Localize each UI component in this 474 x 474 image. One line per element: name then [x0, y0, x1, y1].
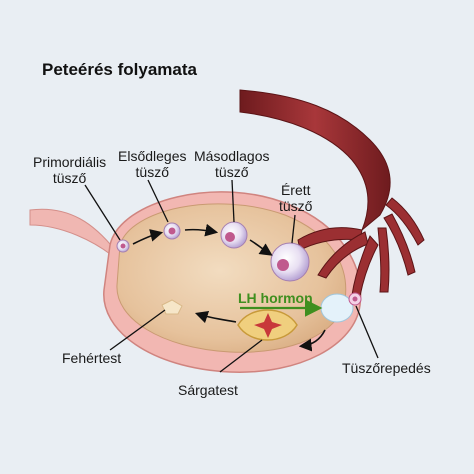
- fallopian-tube: [239, 89, 391, 231]
- label-follicle-rupture: Tüszőrepedés: [342, 360, 431, 376]
- primordial-follicle: [116, 239, 130, 253]
- secondary-follicle: [220, 221, 248, 249]
- label-corpus-luteum: Sárgatest: [178, 382, 238, 398]
- label-corpus-albicans: Fehértest: [62, 350, 122, 366]
- mature-follicle: [270, 242, 310, 282]
- primary-follicle: [163, 222, 181, 240]
- label-mature-follicle: Érett tüsző: [279, 182, 313, 214]
- cycle-arrows: [132, 223, 326, 352]
- label-secondary-follicle: Másodlagos tüsző: [194, 148, 270, 180]
- label-primary-follicle: Elsődleges tüsző: [118, 148, 187, 180]
- label-primordial-follicle: Primordiális tüsző: [33, 154, 107, 186]
- corpus-albicans: [161, 299, 183, 315]
- pointer-lines: [84, 179, 379, 373]
- ovarian-ligament: [29, 208, 121, 263]
- ruptured-follicle: [320, 292, 362, 323]
- diagram-title: Peteérés folyamata: [42, 60, 197, 79]
- corpus-luteum: [237, 309, 298, 341]
- fimbriae: [297, 197, 425, 297]
- label-lh-hormone: LH hormon: [238, 290, 313, 306]
